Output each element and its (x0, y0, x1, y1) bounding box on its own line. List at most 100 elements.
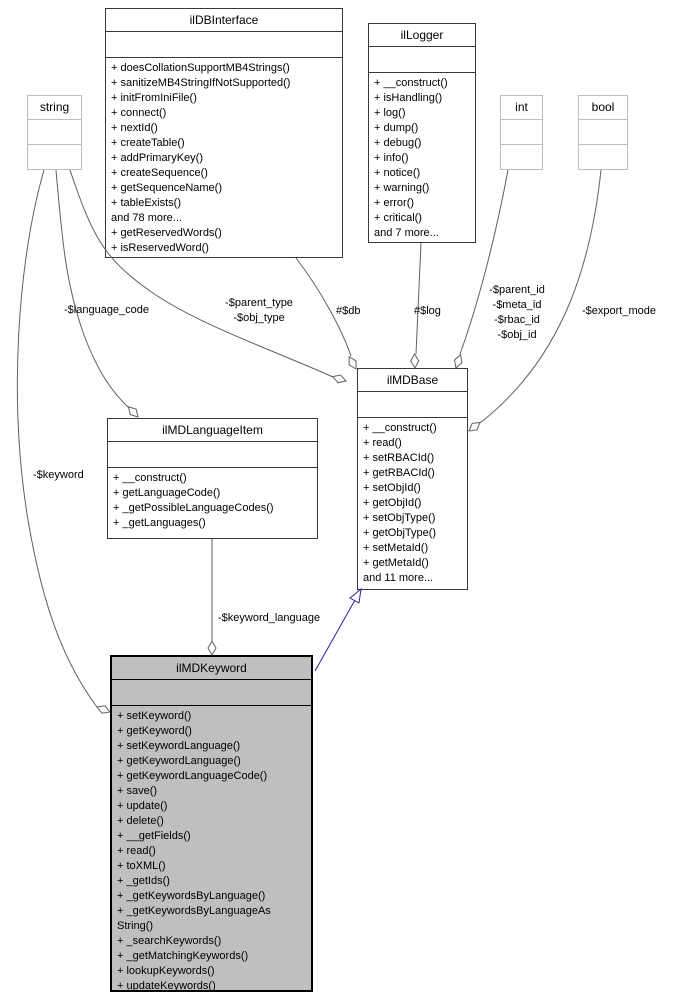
method-line: + notice() (374, 167, 421, 179)
method-line: + toXML() (117, 860, 166, 872)
class-box-illogger[interactable]: ilLogger + __construct()+ isHandling()+ … (368, 23, 476, 243)
attributes-compartment (112, 680, 311, 706)
class-title: ilMDBase (358, 369, 467, 392)
method-line: + getLanguageCode() (113, 487, 221, 499)
method-line: + _searchKeywords() (117, 935, 222, 947)
methods-compartment: + doesCollationSupportMB4Strings() + sani… (106, 58, 342, 259)
class-box-string: string (27, 95, 82, 170)
method-line: + getObjType() (363, 527, 437, 539)
method-line: + debug() (374, 137, 422, 149)
method-line: + _getLanguages() (113, 517, 206, 529)
method-line: + lookupKeywords() (117, 965, 215, 977)
method-line: + getMetaId() (363, 557, 429, 569)
edge-label-obj-type: -$obj_type (233, 312, 285, 324)
method-line: + setKeywordLanguage() (117, 740, 241, 752)
method-line: + createSequence() (111, 167, 208, 179)
method-line: + update() (117, 800, 168, 812)
method-line: + _getMatchingKeywords() (117, 950, 249, 962)
method-line: + info() (374, 152, 409, 164)
methods-compartment (501, 145, 542, 169)
edge-log (415, 242, 422, 355)
edge-label-obj-id: -$obj_id (497, 329, 537, 341)
method-line: + sanitizeMB4StringIfNotSupported() (111, 77, 291, 89)
method-line: + getSequenceName() (111, 182, 222, 194)
class-box-ilmdkeyword-current: ilMDKeyword + setKeyword()+ getKeyword()… (110, 655, 313, 992)
method-line: + nextId() (111, 122, 158, 134)
method-line: + _getKeywordsByLanguage() (117, 890, 266, 902)
class-box-ilmdbase[interactable]: ilMDBase + __construct() + read() + setRBA… (357, 368, 468, 590)
method-line: + _getIds() (117, 875, 170, 887)
method-line: + isReservedWord() (111, 242, 209, 254)
class-title: ilMDLanguageItem (108, 419, 317, 442)
method-line: + save() (117, 785, 158, 797)
edge-label-export-mode: -$export_mode (582, 305, 656, 317)
class-title: ilMDKeyword (112, 657, 311, 680)
method-line: + connect() (111, 107, 167, 119)
class-title: int (501, 96, 542, 120)
method-line: + warning() (374, 182, 430, 194)
method-line: + updateKeywords() (117, 980, 216, 992)
class-title: ilLogger (369, 24, 475, 47)
method-line: + __construct() (374, 77, 448, 89)
method-line: + setRBACId() (363, 452, 435, 464)
method-line: + getObjId() (363, 497, 422, 509)
method-line: + isHandling() (374, 92, 443, 104)
aggregation-diamond-icon (468, 421, 481, 432)
method-line: + __construct() (363, 422, 437, 434)
class-title: ilDBInterface (106, 9, 342, 32)
class-box-int: int (500, 95, 543, 170)
method-line: + dump() (374, 122, 419, 134)
edge-label-parent-obj-type: -$parent_type -$obj_type (203, 296, 315, 326)
edge-label-ids: -$parent_id -$meta_id -$rbac_id -$obj_id (478, 283, 556, 343)
method-line: + createTable() (111, 137, 185, 149)
inheritance-arrow-icon (349, 587, 362, 604)
inheritance-edge (314, 599, 356, 672)
method-line: + tableExists() (111, 197, 181, 209)
methods-compartment (28, 145, 81, 169)
aggregation-diamond-icon (207, 639, 217, 657)
method-line: + getKeyword() (117, 725, 192, 737)
method-line: + read() (117, 845, 156, 857)
method-line: + addPrimaryKey() (111, 152, 204, 164)
method-line: + getRBACId() (363, 467, 435, 479)
method-line: + read() (363, 437, 402, 449)
methods-compartment: + __construct() + isHandling() + log() + du… (369, 73, 475, 244)
edge-keyword (16, 169, 98, 708)
method-line: + getKeywordLanguageCode() (117, 770, 268, 782)
edge-label-db: #$db (336, 305, 361, 317)
method-line: + getReservedWords() (111, 227, 222, 239)
method-line: and 78 more... (111, 212, 182, 224)
method-line: + delete() (117, 815, 164, 827)
attributes-compartment (108, 442, 317, 468)
methods-compartment (579, 145, 627, 169)
edge-label-parent-id: -$parent_id (489, 284, 545, 296)
method-line: + log() (374, 107, 406, 119)
attributes-compartment (28, 120, 81, 145)
methods-compartment: + setKeyword()+ getKeyword()+ setKeyword… (112, 706, 311, 997)
attributes-compartment (106, 32, 342, 58)
methods-compartment: + __construct()+ getLanguageCode()+ _get… (108, 468, 317, 538)
edge-label-rbac-id: -$rbac_id (494, 314, 540, 326)
edge-label-keyword-language: -$keyword_language (218, 612, 321, 624)
method-line: + setObjType() (363, 512, 436, 524)
method-line: and 11 more... (363, 572, 434, 584)
method-line: + _getPossibleLanguageCodes() (113, 502, 274, 514)
method-line: + setObjId() (363, 482, 421, 494)
class-box-ilmdlanguageitem[interactable]: ilMDLanguageItem + __construct()+ getLan… (107, 418, 318, 539)
method-line: + doesCollationSupportMB4Strings() (111, 62, 290, 74)
attributes-compartment (369, 47, 475, 73)
method-line: String() (117, 920, 154, 932)
attributes-compartment (501, 120, 542, 145)
method-line: and 7 more... (374, 227, 439, 239)
method-line: + __getFields() (117, 830, 191, 842)
aggregation-diamond-icon (331, 374, 347, 384)
class-title: string (28, 96, 81, 120)
edge-label-meta-id: -$meta_id (492, 299, 542, 311)
method-line: + critical() (374, 212, 422, 224)
attributes-compartment (358, 392, 467, 418)
aggregation-diamond-icon (410, 353, 420, 370)
class-box-ildbinterface[interactable]: ilDBInterface + doesCollationSupportMB4S… (105, 8, 343, 258)
edge-label-parent-type: -$parent_type (225, 297, 293, 309)
edge-label-log: #$log (414, 305, 441, 317)
